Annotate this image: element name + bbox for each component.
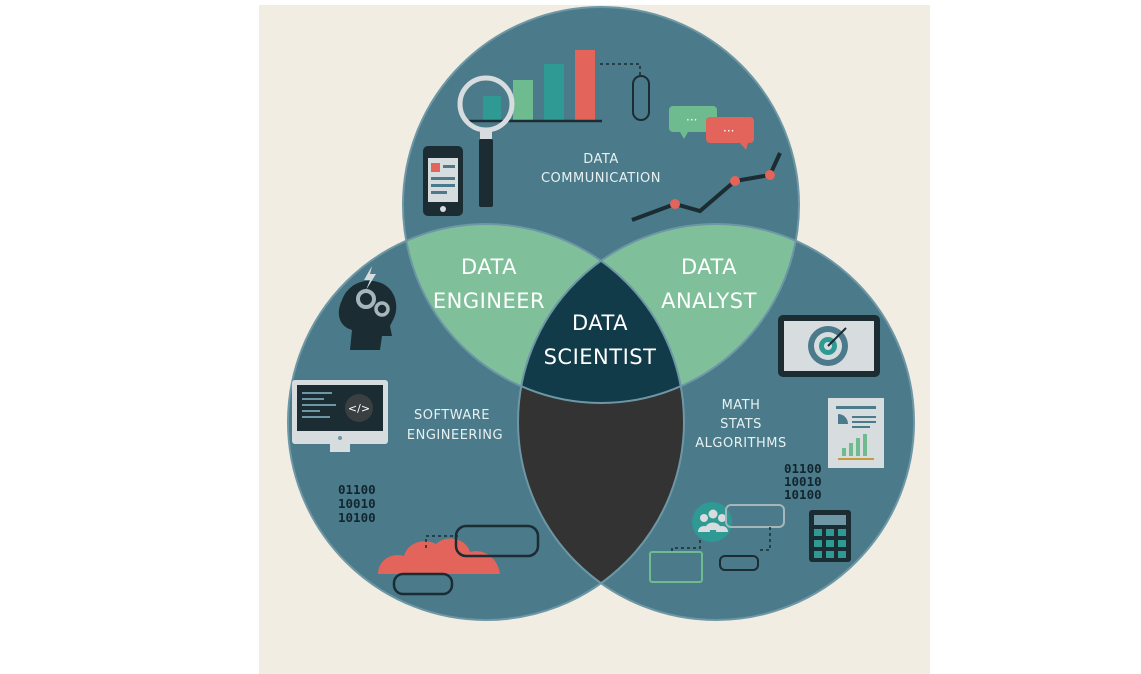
left-circle-outline [287, 223, 685, 621]
monitor-code-icon: </> [292, 380, 388, 452]
svg-text:ANALYST: ANALYST [661, 289, 757, 313]
svg-text:10010: 10010 [338, 496, 376, 511]
left-circle-label: SOFTWARE ENGINEERING [407, 408, 503, 443]
svg-text:DATA: DATA [572, 311, 628, 335]
binary-left: 01100 10010 10100 [338, 482, 376, 525]
calculator-icon [809, 510, 851, 562]
head-gears-icon [338, 266, 397, 350]
right-circle-outline [517, 223, 915, 621]
svg-text:COMMUNICATION: COMMUNICATION [541, 171, 661, 186]
data-analyst-label: DATA ANALYST [661, 255, 757, 313]
target-tablet-icon [778, 315, 880, 377]
top-circle-outline [402, 6, 800, 404]
svg-text:SCIENTIST: SCIENTIST [544, 345, 657, 369]
svg-text:01100: 01100 [784, 461, 822, 476]
phone-icon [423, 146, 463, 216]
report-icon [828, 398, 884, 468]
svg-text:10100: 10100 [784, 487, 822, 502]
svg-text:···: ··· [723, 124, 734, 138]
svg-text:DATA: DATA [583, 152, 619, 167]
bar-chart-icon [468, 50, 602, 123]
svg-text:···: ··· [686, 113, 697, 127]
svg-text:MATH: MATH [722, 398, 761, 413]
trend-line-icon [631, 152, 782, 222]
link-icon [600, 63, 650, 121]
binary-right: 01100 10010 10100 [784, 461, 822, 502]
svg-text:10010: 10010 [784, 474, 822, 489]
svg-text:10100: 10100 [338, 510, 376, 525]
svg-text:ENGINEERING: ENGINEERING [407, 428, 503, 443]
overlap-data-scientist [518, 224, 684, 403]
svg-text:ALGORITHMS: ALGORITHMS [695, 436, 787, 451]
svg-text:DATA: DATA [681, 255, 737, 279]
data-engineer-label: DATA ENGINEER [433, 255, 545, 313]
right-circle-label: MATH STATS ALGORITHMS [695, 398, 787, 451]
svg-text:STATS: STATS [720, 417, 762, 432]
chat-bubbles-icon: ··· ··· [669, 106, 754, 150]
svg-text:DATA: DATA [461, 255, 517, 279]
team-network-icon [649, 502, 785, 583]
top-circle-label: DATA COMMUNICATION [541, 152, 661, 186]
svg-text:01100: 01100 [338, 482, 376, 497]
code-tag: </> [348, 402, 370, 415]
svg-text:ENGINEER: ENGINEER [433, 289, 545, 313]
svg-text:SOFTWARE: SOFTWARE [414, 408, 490, 423]
data-scientist-label: DATA SCIENTIST [544, 311, 657, 369]
cloud-icon [378, 524, 540, 596]
magnifier-icon [457, 75, 515, 207]
